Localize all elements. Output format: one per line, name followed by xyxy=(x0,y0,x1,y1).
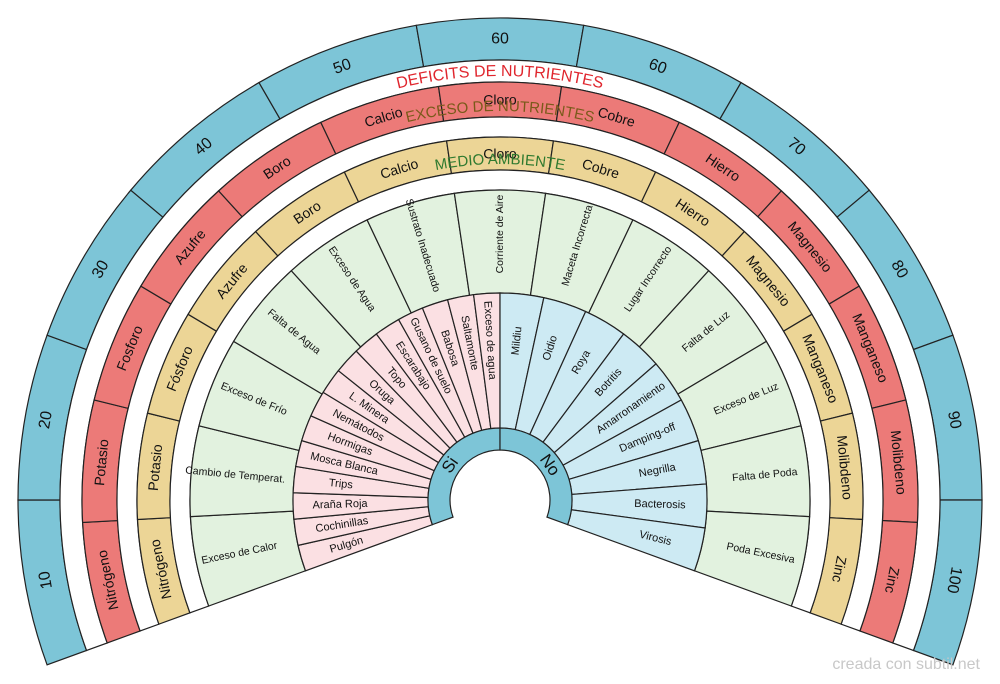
scale-label-80: 80 xyxy=(887,258,911,282)
excess-label-molibdeno: Molibdeno xyxy=(834,435,856,501)
environment-segment[interactable]: Falta de Luz xyxy=(638,269,768,395)
pest-label-arana-roja: Araña Roja xyxy=(312,498,368,512)
excess-label-cloro: Cloro xyxy=(483,146,517,162)
scale-label-60: 60 xyxy=(646,56,669,78)
credit-text: creada con subtil.net xyxy=(832,656,980,673)
deficit-label-zinc: Zinc xyxy=(882,566,903,595)
deficit-segment[interactable]: Boro xyxy=(217,121,337,218)
pest-segment[interactable]: Exceso de agua xyxy=(472,292,501,430)
scale-label-30: 30 xyxy=(89,257,113,281)
environment-segment[interactable]: Exceso de Frío xyxy=(198,340,323,452)
deficit-segment[interactable]: Calcio xyxy=(320,85,445,155)
pest-label-trips: Trips xyxy=(328,477,354,491)
environment-segment[interactable]: Cambio de Temperat. xyxy=(185,425,300,518)
environment-label-corriente-de-aire: Corriente de Aire xyxy=(494,194,506,273)
scale-label-60: 60 xyxy=(491,31,509,48)
deficit-segment[interactable]: Nitrógeno xyxy=(81,519,141,644)
environment-title: MEDIO AMBIENTE xyxy=(433,151,566,174)
disease-label-mildiu: Mildiu xyxy=(510,326,525,356)
environment-segment[interactable]: Poda Excesiva xyxy=(693,510,811,607)
environment-segment[interactable]: Falta de Poda xyxy=(700,425,811,518)
scale-label-100: 100 xyxy=(943,565,964,594)
pest-segment[interactable]: Saltamonte xyxy=(446,294,492,432)
environment-segment[interactable]: Corriente de Aire xyxy=(453,189,547,296)
scale-segment[interactable]: 60 xyxy=(415,17,585,68)
disease-segment[interactable]: Virosis xyxy=(566,509,706,572)
excess-segment[interactable]: Molibdeno xyxy=(819,412,864,521)
excess-segment[interactable]: Nitrógeno xyxy=(136,517,191,625)
disease-label-bacterosis: Bacterosis xyxy=(634,498,686,512)
excess-segment[interactable]: Cloro xyxy=(445,136,555,175)
excess-label-zinc: Zinc xyxy=(829,555,850,584)
excess-segment[interactable]: Calcio xyxy=(343,140,453,203)
deficit-label-molibdeno: Molibdeno xyxy=(888,430,910,496)
deficit-label-potasio: Potasio xyxy=(91,438,111,486)
scale-label-50: 50 xyxy=(331,56,354,78)
scale-label-90: 90 xyxy=(944,410,964,431)
excess-segment[interactable]: Cobre xyxy=(547,140,657,203)
environment-segment[interactable]: Maceta Incorrecta xyxy=(529,192,634,314)
environment-segment[interactable]: Sustrato Inadecuado xyxy=(366,192,471,314)
environment-segment[interactable]: Exceso de Calor xyxy=(189,510,307,607)
yes-segment[interactable]: Si xyxy=(427,427,501,526)
pest-label-exceso-de-agua: Exceso de agua xyxy=(481,301,498,381)
chart-rings: 10203040506060708090100NitrógenoPotasioF… xyxy=(17,17,983,666)
scale-label-20: 20 xyxy=(36,410,56,431)
deficit-segment[interactable]: Fosforo xyxy=(93,285,172,410)
deficit-label-cloro: Cloro xyxy=(483,92,517,108)
scale-label-10: 10 xyxy=(36,570,56,591)
excess-label-potasio: Potasio xyxy=(145,443,165,491)
environment-segment[interactable]: Lugar Incorrecto xyxy=(587,219,710,348)
